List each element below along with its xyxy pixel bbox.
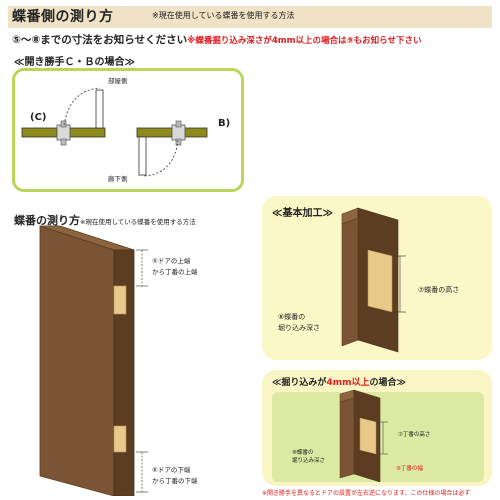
basic-hinge-recess (367, 249, 393, 313)
warning-text: ※蝶番掘り込み深さが (187, 36, 272, 46)
instruction-subhead: ⑤～⑧までの寸法をお知らせください※蝶番掘り込み深さが4mm以上の場合は⑨もお知… (12, 32, 422, 47)
measure-section-note: ※現在使用している蝶番を使用する方法 (80, 218, 196, 226)
page-title: 蝶番側の測り方 (12, 9, 114, 25)
left-frame-left (21, 127, 58, 138)
deep-door-illustration (339, 389, 388, 483)
right-frame-right (184, 127, 208, 138)
right-door-leaf (138, 136, 147, 176)
basic-depth-label-2: 堀り込み深さ (278, 324, 320, 332)
basic-door-illustration (341, 207, 406, 353)
left-swing-arc (63, 87, 101, 126)
basic-section-label: ≪基本加工≫ (272, 208, 333, 219)
basic-depth-label-1: ⑧蝶番の (278, 313, 306, 321)
bottom-measure-label-1: ⑥ドアの下端 (152, 466, 191, 474)
deep-height-label: ⑦丁番の高さ (398, 432, 431, 438)
upper-hinge-recess (113, 285, 127, 315)
bottom-measure-label-2: から丁番の下端 (152, 477, 198, 485)
swing-section-label: ≪開き勝手Ｃ・Ｂの場合≫ (14, 57, 135, 68)
footnote: ※開き勝手を異なるとドアの設置が左右逆になります。この仕様の場合は必ず (262, 490, 471, 497)
corridor-side-label: 廊下側 (108, 175, 128, 183)
room-side-label: 部屋側 (108, 77, 128, 85)
deep-hinge-recess (359, 417, 377, 455)
warning-rest: 以上の場合は⑨もお知らせ下さい (295, 36, 422, 46)
deep-depth-label-2: 堀り込み深さ (292, 458, 326, 464)
top-measure-label-1: ⑤ドアの上端 (152, 257, 191, 265)
right-swing-arc (143, 139, 179, 177)
door-illustration (39, 225, 148, 496)
right-tag: B) (218, 118, 231, 129)
lower-hinge-recess (113, 425, 127, 453)
deep-width-label: ⑨丁番の幅 (396, 466, 423, 472)
warning-value: 4mm (271, 36, 296, 46)
measure-section-title: 蝶番の測り方 (14, 214, 80, 227)
measure-section-header: 蝶番の測り方※現在使用している蝶番を使用する方法 (14, 209, 196, 228)
basic-height-label: ⑦蝶番の高さ (418, 286, 460, 294)
deep-section-label: ≪掘り込みが4mm以上の場合≫ (272, 378, 406, 388)
door-front (39, 225, 115, 496)
left-tag: (C) (30, 112, 47, 123)
top-measure-label-2: から丁番の上端 (152, 268, 198, 276)
deep-depth-label-1: ⑧蝶番の (292, 450, 314, 456)
instruction-main: ⑤～⑧までの寸法をお知らせください (12, 34, 188, 46)
right-frame-left (136, 127, 173, 138)
title-note: ※現在使用している蝶番を使用する方法 (152, 11, 295, 20)
swing-diagram (21, 87, 208, 177)
left-door-leaf (95, 89, 104, 129)
left-frame-right (69, 127, 106, 138)
title-bar (8, 6, 492, 28)
